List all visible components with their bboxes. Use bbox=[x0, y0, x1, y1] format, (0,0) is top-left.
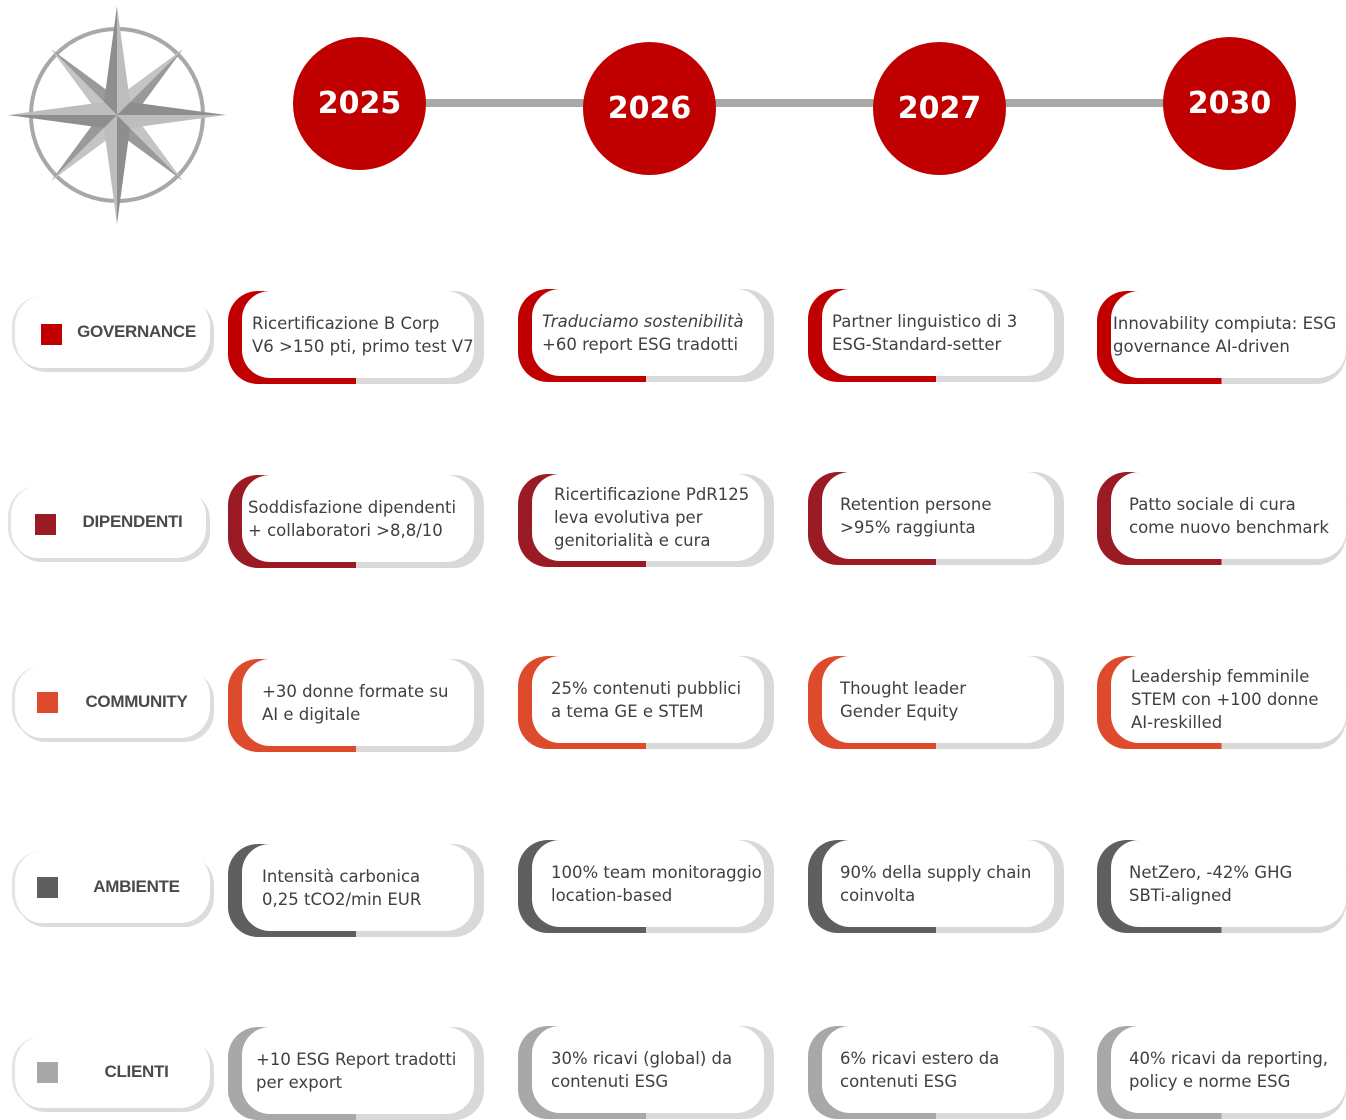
card-line: 25% contenuti pubblici bbox=[551, 678, 742, 698]
milestone-card: 30% ricavi (global) da contenuti ESG bbox=[518, 1026, 774, 1119]
card-line: V6 >150 pti, primo test V7 bbox=[252, 336, 474, 356]
milestone-card: Innovability compiuta: ESG governance AI-… bbox=[1097, 291, 1346, 384]
category-color-square bbox=[37, 692, 58, 713]
card-line: location-based bbox=[551, 885, 673, 905]
card-line: contenuti ESG bbox=[551, 1071, 669, 1091]
milestone-card: Intensità carbonica 0,25 tCO2/min EUR bbox=[228, 844, 484, 937]
card-line: Leadership femminile bbox=[1131, 667, 1310, 686]
card-line: contenuti ESG bbox=[840, 1071, 958, 1091]
card-line: per export bbox=[256, 1072, 343, 1092]
year-label: 2027 bbox=[897, 91, 982, 126]
year-label: 2025 bbox=[317, 86, 402, 121]
category-color-square bbox=[37, 877, 58, 898]
card-line: Gender Equity bbox=[840, 701, 959, 721]
milestone-card: +30 donne formate su AI e digitale bbox=[228, 659, 484, 752]
milestone-card: Ricertificazione PdR125 leva evolutiva pe… bbox=[518, 474, 774, 567]
card-line: Traduciamo sostenibilità bbox=[542, 311, 744, 331]
card-line: 6% ricavi estero da bbox=[840, 1048, 1000, 1068]
card-line: Patto sociale di cura bbox=[1129, 494, 1296, 514]
card-line: SBTi-aligned bbox=[1129, 885, 1232, 905]
card-line: 0,25 tCO2/min EUR bbox=[262, 889, 422, 909]
card-line: Ricertificazione PdR125 bbox=[554, 485, 750, 504]
card-line: genitorialità e cura bbox=[554, 531, 711, 550]
category-label: CLIENTI bbox=[104, 1062, 169, 1081]
milestone-card: NetZero, -42% GHG SBTi-aligned bbox=[1097, 840, 1346, 933]
compass-rose-icon bbox=[8, 6, 226, 224]
milestone-card: +10 ESG Report tradotti per export bbox=[228, 1027, 484, 1120]
year-2027-circle: 2027 bbox=[873, 42, 1006, 175]
card-line: 100% team monitoraggio bbox=[551, 862, 762, 882]
card-line: +10 ESG Report tradotti bbox=[256, 1049, 457, 1069]
milestone-card: Partner linguistico di 3 ESG-Standard-set… bbox=[808, 289, 1064, 382]
milestone-card: Ricertificazione B Corp V6 >150 pti, prim… bbox=[228, 291, 484, 384]
card-line: come nuovo benchmark bbox=[1129, 517, 1329, 537]
category-color-square bbox=[41, 324, 62, 345]
category-governance: GOVERNANCE bbox=[12, 296, 210, 368]
milestone-card: 90% della supply chain coinvolta bbox=[808, 840, 1064, 933]
category-color-square bbox=[37, 1062, 58, 1083]
category-dipendenti: DIPENDENTI bbox=[8, 486, 206, 558]
card-line: 30% ricavi (global) da bbox=[551, 1048, 733, 1068]
category-community: COMMUNITY bbox=[12, 666, 210, 738]
card-line: Innovability compiuta: ESG bbox=[1113, 313, 1337, 333]
category-label: DIPENDENTI bbox=[82, 512, 183, 531]
year-label: 2030 bbox=[1187, 86, 1272, 121]
year-2025-circle: 2025 bbox=[293, 37, 426, 170]
card-line: AI e digitale bbox=[262, 704, 361, 724]
card-line: +30 donne formate su bbox=[262, 681, 449, 701]
card-line: STEM con +100 donne bbox=[1131, 690, 1319, 709]
card-line: +60 report ESG tradotti bbox=[542, 334, 739, 354]
milestone-card: 100% team monitoraggio location-based bbox=[518, 840, 774, 933]
milestone-card: 40% ricavi da reporting, policy e norme E… bbox=[1097, 1026, 1346, 1119]
card-line: a tema GE e STEM bbox=[551, 701, 704, 721]
category-label: COMMUNITY bbox=[85, 692, 188, 711]
card-line: coinvolta bbox=[840, 885, 916, 905]
milestone-card: Patto sociale di cura come nuovo benchmar… bbox=[1097, 472, 1346, 565]
year-2030-circle: 2030 bbox=[1163, 37, 1296, 170]
category-clienti: CLIENTI bbox=[12, 1036, 210, 1108]
card-line: Soddisfazione dipendenti bbox=[248, 497, 457, 517]
milestone-card: 25% contenuti pubblici a tema GE e STEM bbox=[518, 656, 774, 749]
card-line: ESG-Standard-setter bbox=[832, 334, 1002, 354]
year-2026-circle: 2026 bbox=[583, 42, 716, 175]
card-line: Intensità carbonica bbox=[262, 866, 421, 886]
card-line: 40% ricavi da reporting, bbox=[1129, 1048, 1329, 1068]
card-line: governance AI-driven bbox=[1113, 336, 1290, 356]
timeline-connector bbox=[400, 99, 1280, 107]
year-label: 2026 bbox=[607, 91, 692, 126]
card-line: Ricertificazione B Corp bbox=[252, 313, 440, 333]
card-line: + collaboratori >8,8/10 bbox=[248, 520, 443, 540]
milestone-card: Soddisfazione dipendenti + collaboratori … bbox=[228, 475, 484, 568]
category-color-square bbox=[35, 514, 56, 535]
card-line: policy e norme ESG bbox=[1129, 1071, 1291, 1091]
card-line: AI-reskilled bbox=[1131, 713, 1223, 732]
card-line: leva evolutiva per bbox=[554, 508, 703, 527]
card-line: Retention persone bbox=[840, 494, 992, 514]
card-line: >95% raggiunta bbox=[840, 517, 976, 537]
category-ambiente: AMBIENTE bbox=[12, 851, 210, 923]
milestone-card: Traduciamo sostenibilità +60 report ESG t… bbox=[518, 289, 774, 382]
card-line: NetZero, -42% GHG bbox=[1129, 862, 1293, 882]
card-line: Thought leader bbox=[840, 678, 966, 698]
milestone-card: Retention persone >95% raggiunta bbox=[808, 472, 1064, 565]
milestone-card: 6% ricavi estero da contenuti ESG bbox=[808, 1026, 1064, 1119]
category-label: AMBIENTE bbox=[93, 877, 180, 896]
category-label: GOVERNANCE bbox=[77, 322, 196, 341]
card-line: 90% della supply chain bbox=[840, 862, 1032, 882]
card-line: Partner linguistico di 3 bbox=[832, 311, 1018, 331]
